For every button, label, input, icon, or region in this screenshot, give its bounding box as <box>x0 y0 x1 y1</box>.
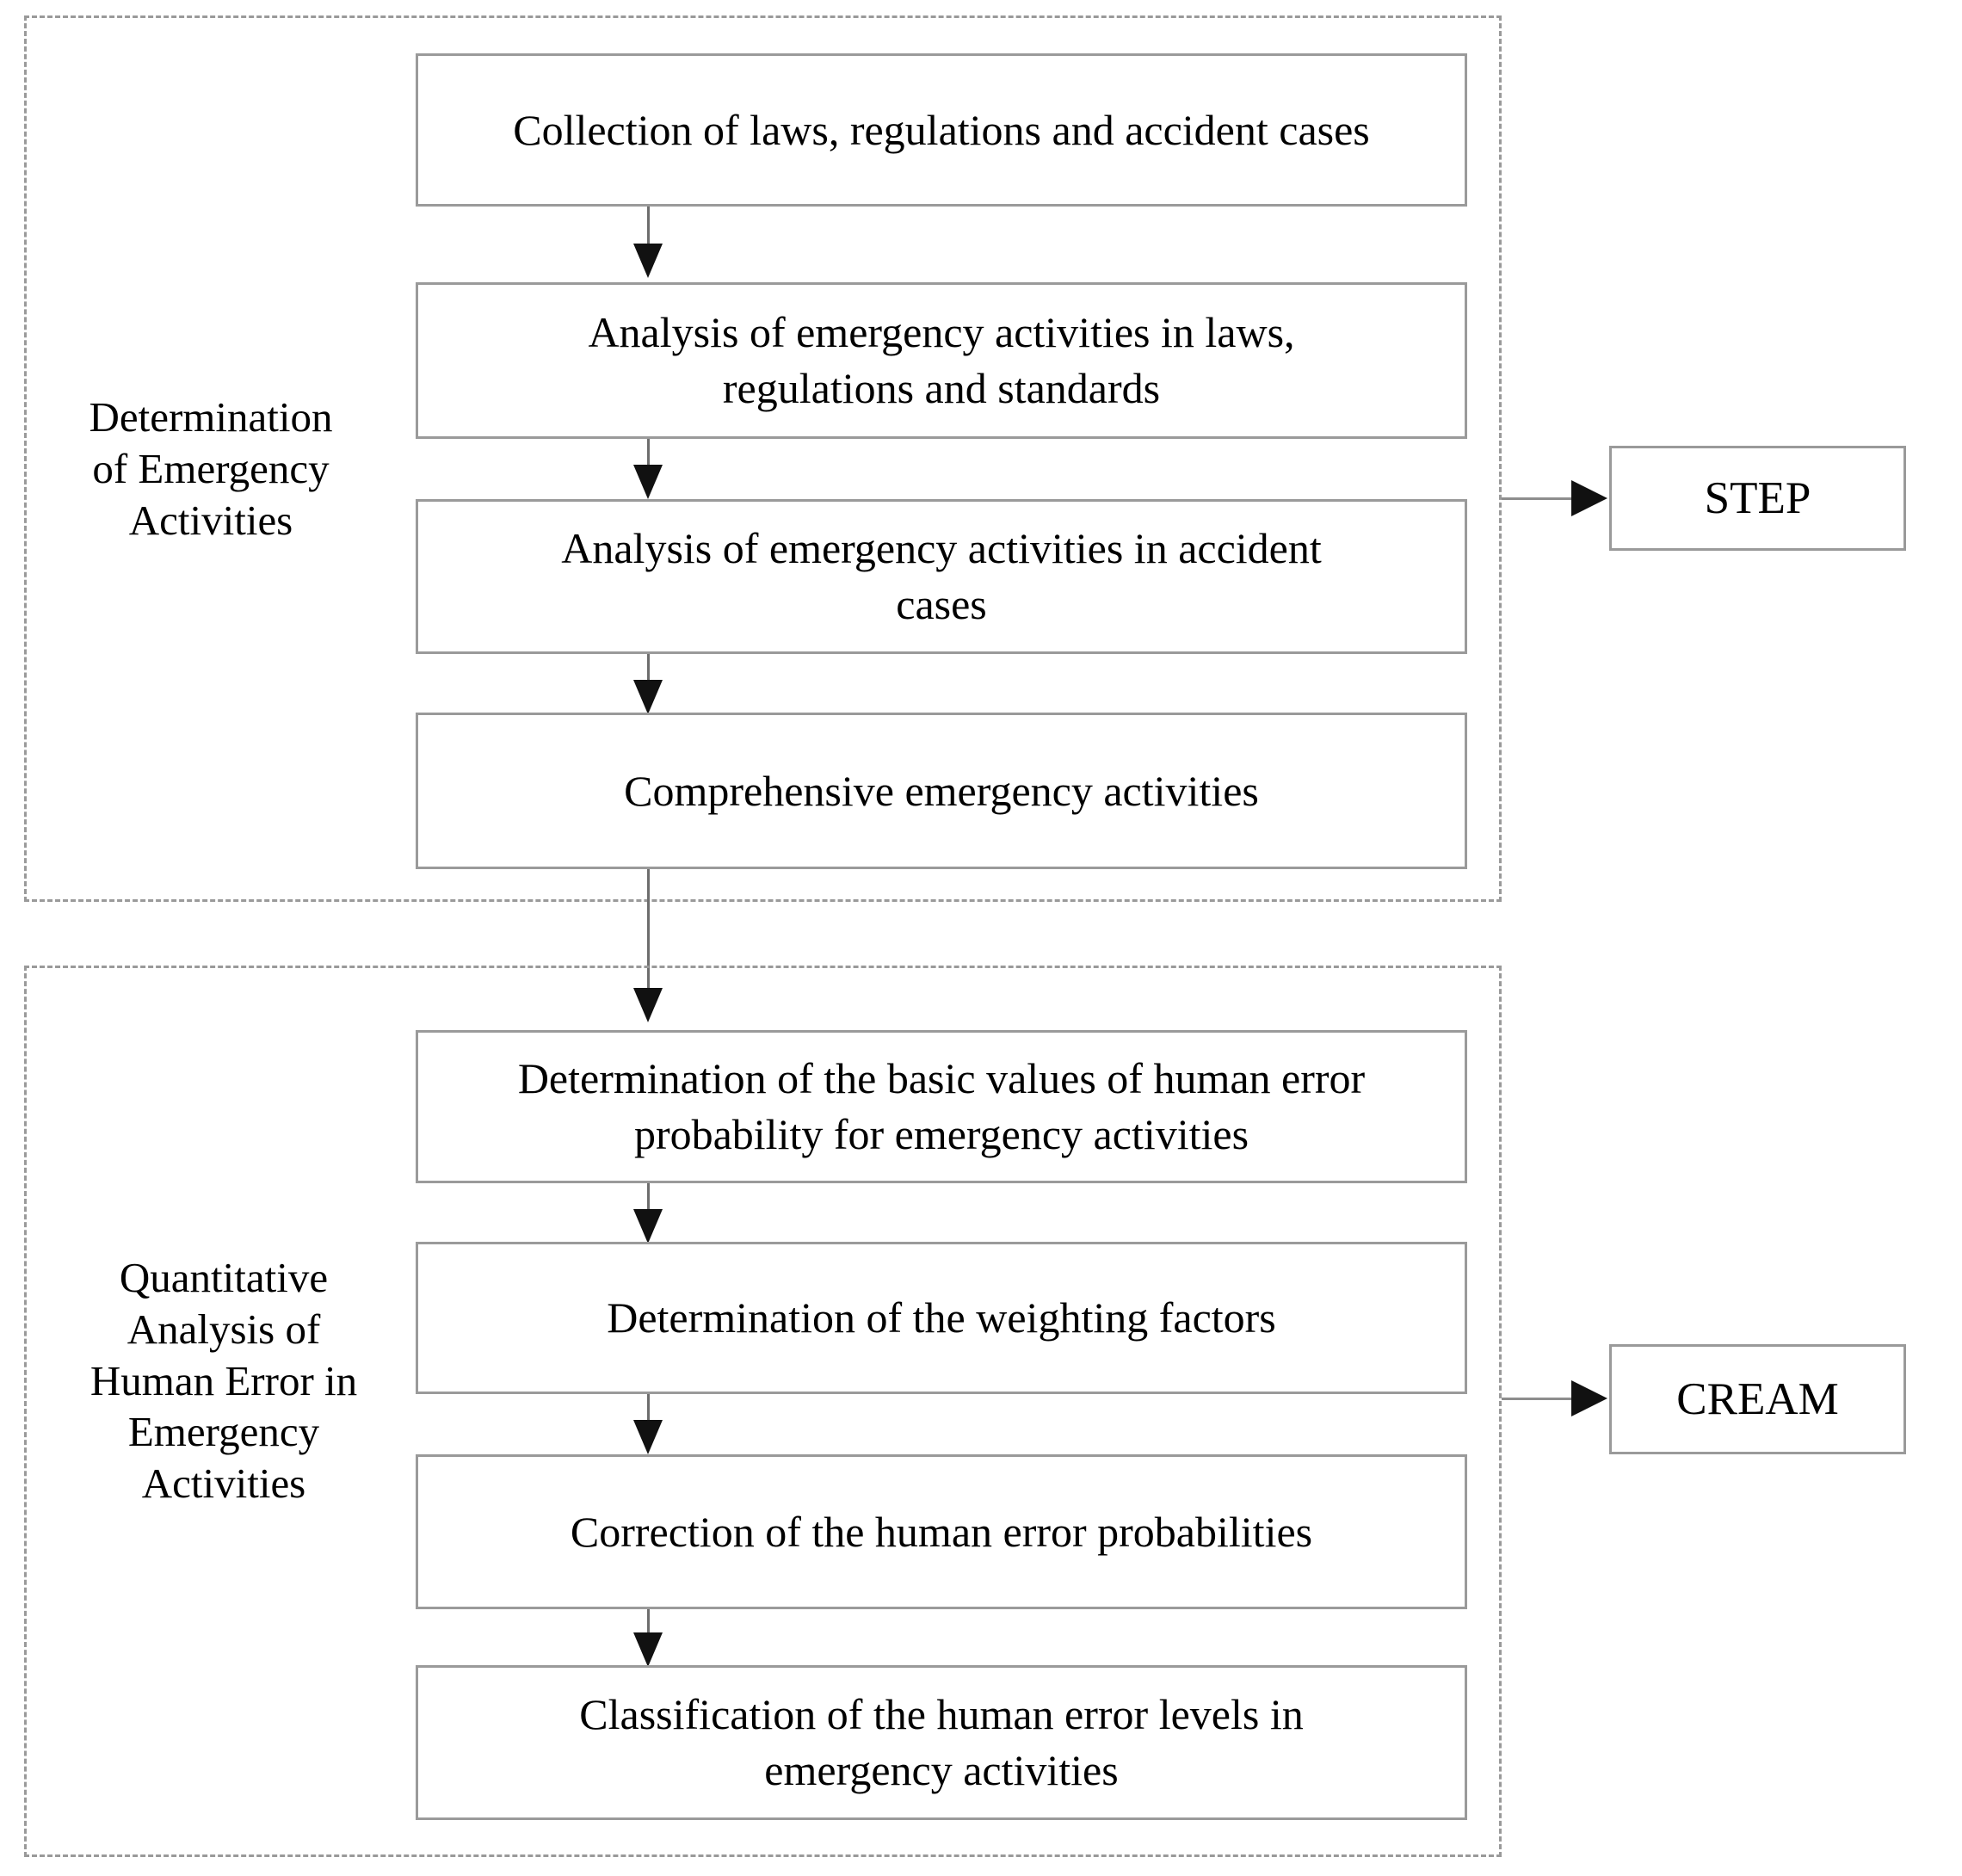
connector-line-4 <box>647 869 650 998</box>
connector-line-step <box>1502 497 1577 500</box>
connector-line-3 <box>647 654 650 690</box>
arrow-right-icon-cream <box>1571 1380 1607 1416</box>
node-step: STEP <box>1609 446 1906 551</box>
group-determination-of-emergency-activities <box>24 15 1502 902</box>
arrow-down-icon-5 <box>633 1209 663 1243</box>
node-determination-of-the-weighting-factors: Determination of the weighting factors <box>416 1242 1467 1394</box>
connector-line-5 <box>647 1183 650 1219</box>
arrow-down-icon-2 <box>633 465 663 499</box>
node-classification-of-the-human-error-levels: Classification of the human error levels… <box>416 1665 1467 1820</box>
arrow-right-icon-step <box>1571 480 1607 516</box>
node-collection-of-laws-regulations-accident-cases: Collection of laws, regulations and acci… <box>416 53 1467 207</box>
group-1-label: Determination of Emergency Activities <box>89 393 333 544</box>
arrow-down-icon-7 <box>633 1632 663 1667</box>
node-cream: CREAM <box>1609 1344 1906 1454</box>
connector-line-cream <box>1502 1398 1577 1400</box>
node-correction-of-the-human-error-probabilities: Correction of the human error probabilit… <box>416 1454 1467 1609</box>
connector-line-1 <box>647 207 650 254</box>
node-determination-of-basic-values-of-human-error-probability: Determination of the basic values of hum… <box>416 1030 1467 1183</box>
connector-line-6 <box>647 1394 650 1430</box>
arrow-down-icon-3 <box>633 680 663 714</box>
group-quantitative-analysis-of-human-error <box>24 966 1502 1857</box>
connector-line-7 <box>647 1609 650 1645</box>
arrow-down-icon-1 <box>633 244 663 278</box>
arrow-down-icon-4 <box>633 988 663 1022</box>
arrow-down-icon-6 <box>633 1420 663 1454</box>
node-comprehensive-emergency-activities: Comprehensive emergency activities <box>416 713 1467 869</box>
node-analysis-of-emergency-activities-in-laws: Analysis of emergency activities in laws… <box>416 282 1467 439</box>
group-2-label: Quantitative Analysis of Human Error in … <box>89 1254 358 1508</box>
node-analysis-of-emergency-activities-in-accident-cases: Analysis of emergency activities in acci… <box>416 499 1467 654</box>
connector-line-2 <box>647 439 650 475</box>
